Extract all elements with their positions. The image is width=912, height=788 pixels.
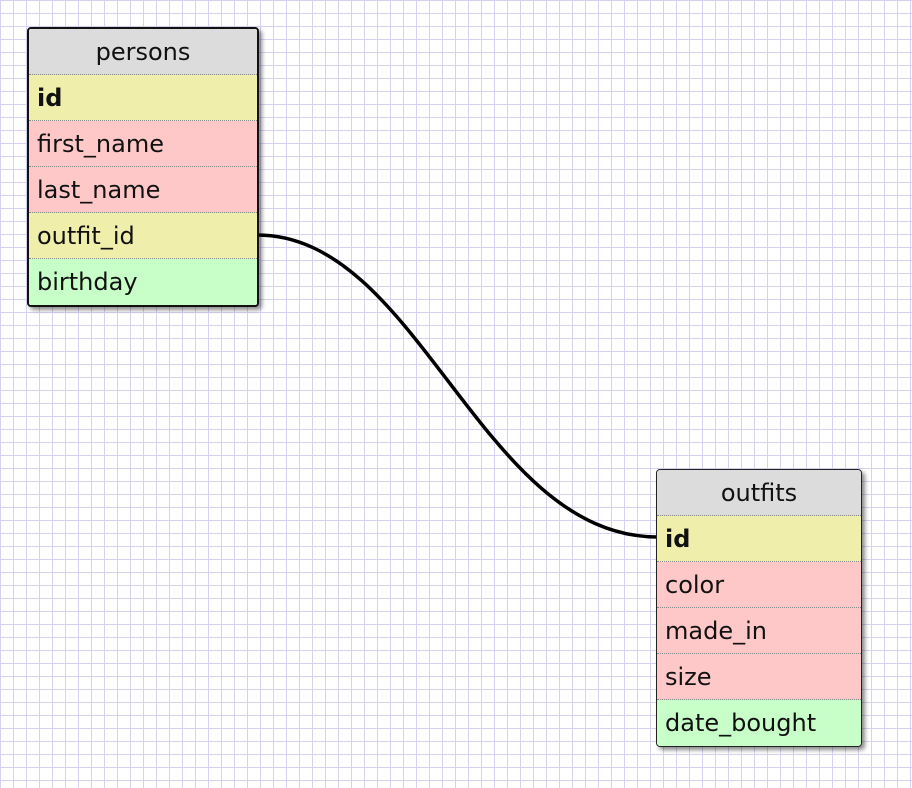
table-outfits[interactable]: outfits id color made_in size date_bough… [656,469,862,747]
field-outfits-date-bought[interactable]: date_bought [657,700,861,746]
table-outfits-header: outfits [657,470,861,516]
field-persons-birthday[interactable]: birthday [29,259,257,305]
field-persons-first-name[interactable]: first_name [29,121,257,167]
field-outfits-size[interactable]: size [657,654,861,700]
table-persons[interactable]: persons id first_name last_name outfit_i… [27,27,259,307]
field-outfits-color[interactable]: color [657,562,861,608]
field-outfits-id[interactable]: id [657,516,861,562]
field-persons-id[interactable]: id [29,75,257,121]
field-outfits-made-in[interactable]: made_in [657,608,861,654]
field-persons-outfit-id[interactable]: outfit_id [29,213,257,259]
relationship-line[interactable] [256,233,659,539]
table-persons-header: persons [29,29,257,75]
field-persons-last-name[interactable]: last_name [29,167,257,213]
